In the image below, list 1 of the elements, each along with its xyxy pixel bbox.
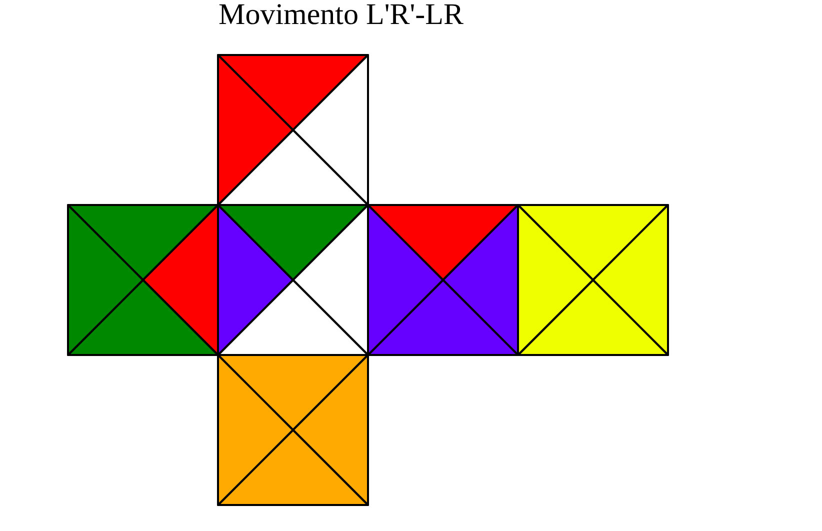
diagram-title: Movimento L'R'-LR: [218, 0, 464, 32]
